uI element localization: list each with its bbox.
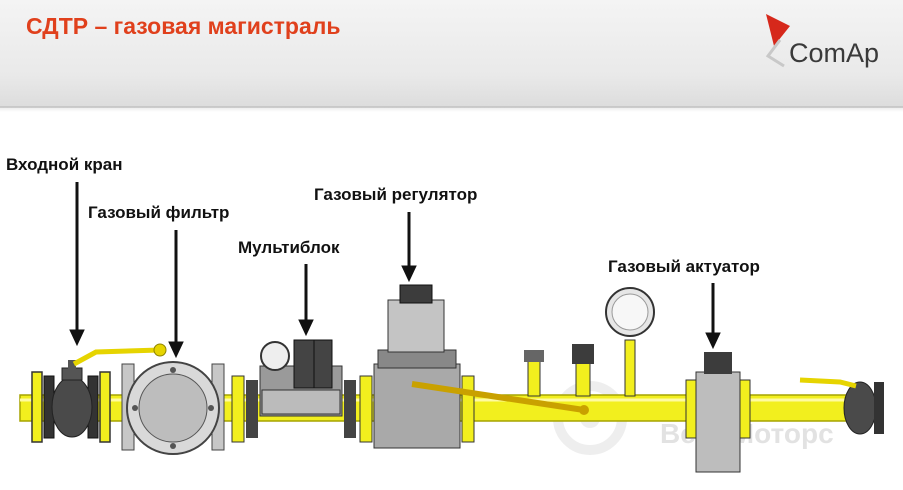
logo-text: ComAp	[789, 38, 880, 68]
outlet-ball-valve	[799, 377, 884, 435]
pipe-fittings	[524, 339, 636, 397]
header-band	[0, 0, 903, 108]
inlet-ball-valve	[51, 343, 167, 438]
label-gas-actuator: Газовый актуатор	[608, 257, 760, 276]
logo-outline-mark	[765, 39, 785, 68]
logo-red-mark	[766, 14, 790, 46]
label-inlet-valve: Входной кран	[6, 155, 123, 174]
page-title: СДТР – газовая магистраль	[26, 13, 341, 39]
multiblock	[231, 339, 356, 443]
gas-regulator	[359, 284, 589, 449]
gas-actuator	[685, 352, 751, 473]
label-multiblock: Мультиблок	[238, 238, 340, 257]
comap-logo-icon	[765, 14, 790, 68]
pointer-arrows	[69, 182, 721, 359]
label-gas-regulator: Газовый регулятор	[314, 185, 478, 204]
gas-filter	[121, 361, 225, 455]
header-shadow	[0, 106, 903, 112]
pressure-gauge	[605, 287, 655, 337]
label-gas-filter: Газовый фильтр	[88, 203, 230, 222]
